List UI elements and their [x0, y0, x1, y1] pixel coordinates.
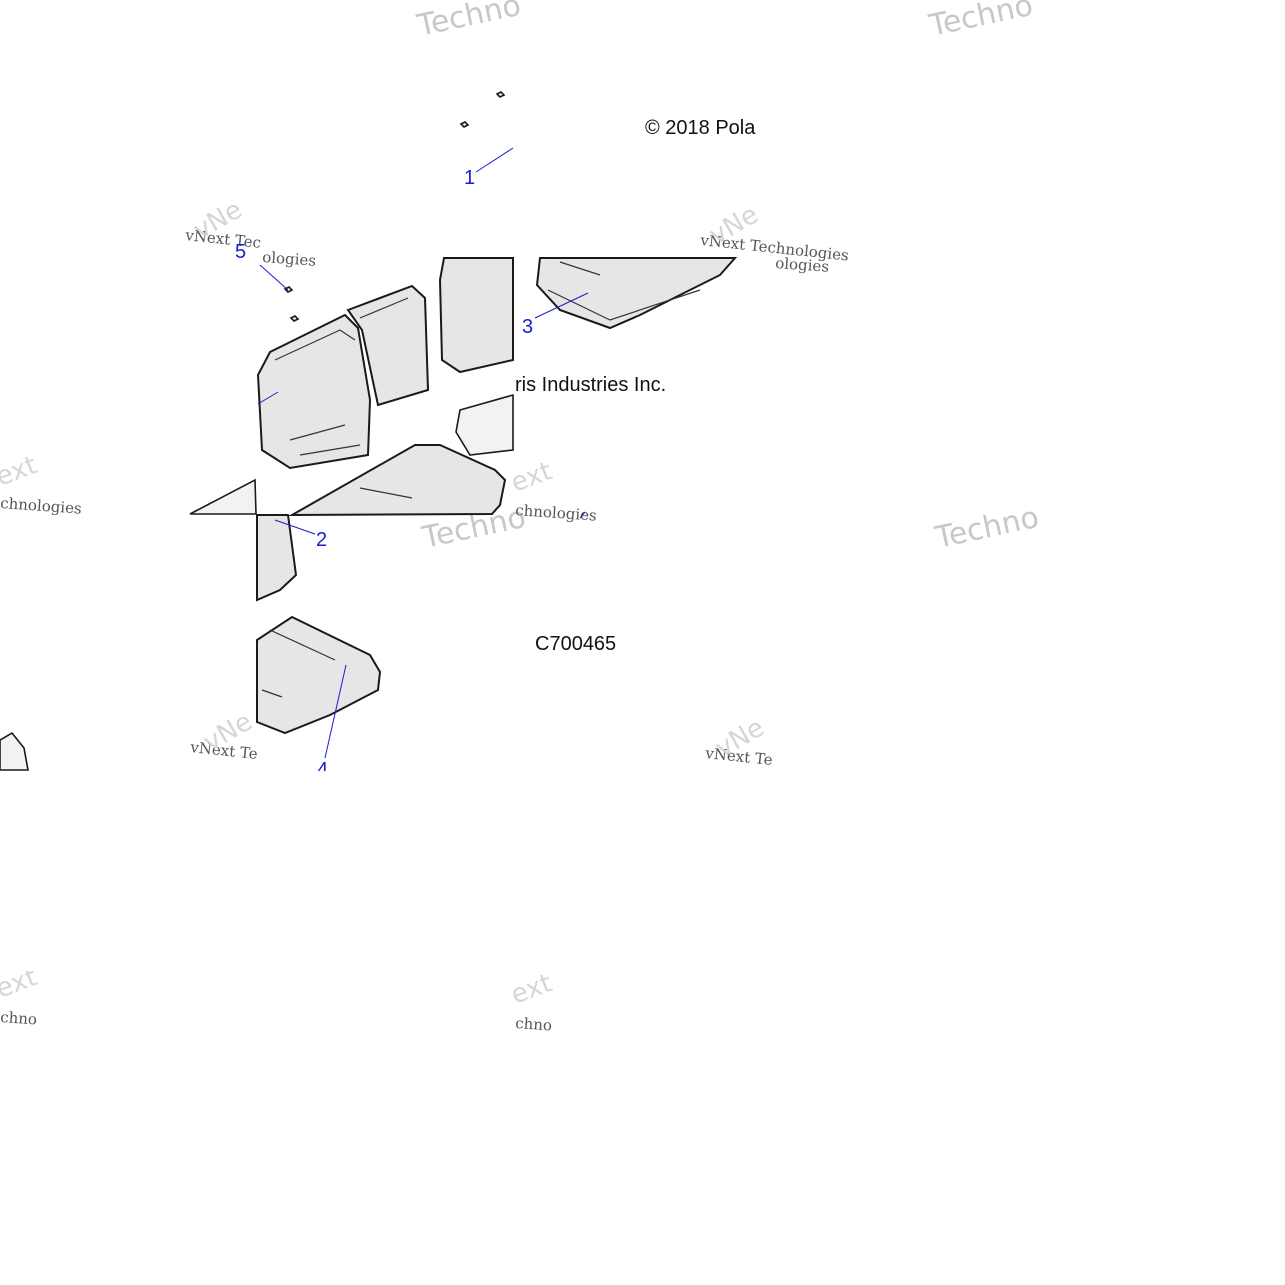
watermark-fragment: ext [507, 456, 556, 498]
watermark-layer: Techno Techno Techno Techno vNext Tec vN… [0, 0, 1042, 1035]
watermark-fragment: Techno [413, 0, 524, 44]
watermark-fragment: Techno [931, 500, 1042, 556]
watermark-fragment: ext [507, 968, 556, 1010]
seat-bottom-left-fragment [189, 478, 257, 515]
watermark-fragment: ext [0, 450, 41, 492]
fastener-parts [283, 91, 506, 322]
copyright-text-part-a: © 2018 Pola [645, 117, 756, 139]
seat-bottom-middle [288, 393, 514, 517]
seat-back-center [438, 257, 514, 374]
leader-lines [257, 147, 589, 759]
part-fragment-bottom-left [0, 731, 29, 771]
seat-back-lower [256, 514, 298, 602]
figure-code: C700465 [535, 633, 616, 655]
callout-4: 4 [317, 759, 328, 781]
watermark-fragment: ologies [775, 254, 830, 276]
watermark-fragment: chno [0, 1008, 38, 1029]
watermark-fragment: Techno [925, 0, 1036, 44]
callout-1: 1 [464, 167, 475, 189]
callout-2: 2 [316, 529, 327, 551]
watermark-fragment: chnologies [0, 494, 82, 518]
tile-masks [0, 100, 1285, 971]
callout-3: 3 [522, 316, 533, 338]
seat-bottom-front [256, 615, 382, 735]
watermark-fragment: chnologies [515, 501, 598, 525]
copyright-text-part-b: ris Industries Inc. [515, 374, 666, 396]
seat-bottom-right [535, 257, 738, 330]
watermark-fragment: ologies [262, 248, 317, 270]
watermark-fragment: chno [515, 1014, 553, 1035]
seat-back-left [256, 313, 372, 470]
seat-back-right [346, 284, 430, 407]
callout-5: 5 [235, 241, 246, 263]
